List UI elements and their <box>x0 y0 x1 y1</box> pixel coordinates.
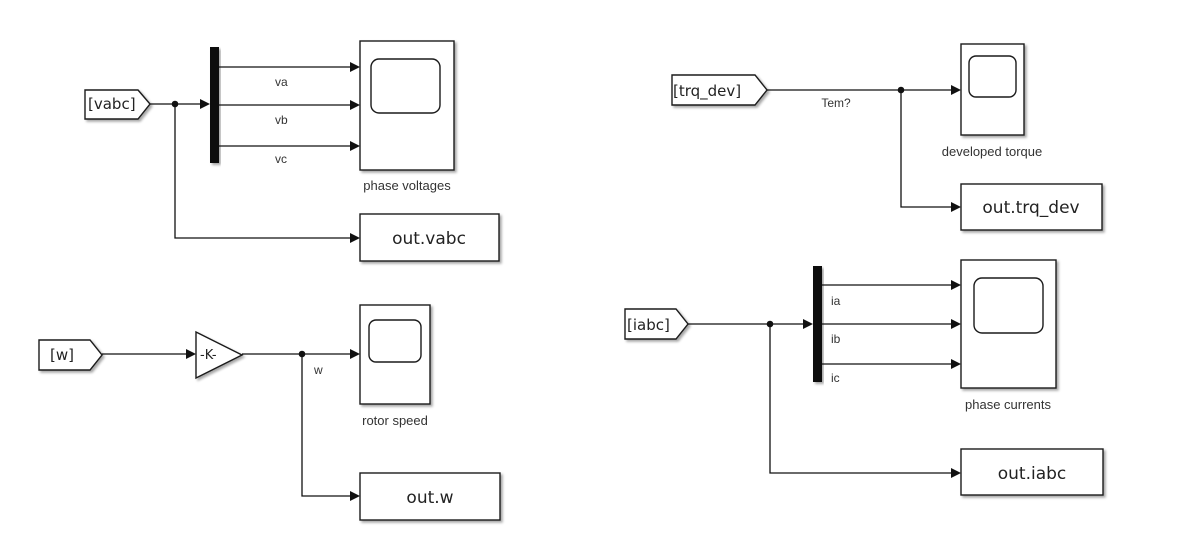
arrow-icon <box>200 99 210 109</box>
signal-label-vc: vc <box>275 152 287 166</box>
scope-screen-icon <box>968 55 1017 98</box>
to-workspace-vabc[interactable]: out.vabc <box>359 213 500 262</box>
signal-label-ic: ic <box>831 371 840 385</box>
wire-iabc-to-out[interactable] <box>769 324 953 474</box>
to-workspace-trq-dev[interactable]: out.trq_dev <box>960 183 1103 231</box>
torque-group: [trq_dev] Tem? developed torque out.trq_… <box>671 43 1103 231</box>
from-block-vabc-label: [vabc] <box>88 95 136 113</box>
signal-label-ib: ib <box>831 332 841 346</box>
arrow-icon <box>350 491 360 501</box>
to-workspace-w-label: out.w <box>406 488 453 508</box>
from-block-vabc[interactable]: [vabc] <box>84 89 151 120</box>
arrow-icon <box>951 359 961 369</box>
from-block-iabc[interactable]: [iabc] <box>624 308 689 340</box>
arrow-icon <box>350 141 360 151</box>
scope-phase-currents[interactable] <box>960 259 1057 389</box>
arrow-icon <box>951 202 961 212</box>
wire-vabc-to-out[interactable] <box>174 104 352 239</box>
signal-label-vb: vb <box>275 113 288 127</box>
arrow-icon <box>951 85 961 95</box>
scope-screen-icon <box>368 319 422 363</box>
arrow-icon <box>350 100 360 110</box>
signal-label-va: va <box>275 75 288 89</box>
demux-block-currents[interactable] <box>813 266 822 382</box>
arrow-icon <box>350 62 360 72</box>
scope-label-phase-currents: phase currents <box>965 397 1051 412</box>
arrow-icon <box>350 233 360 243</box>
to-workspace-iabc[interactable]: out.iabc <box>960 448 1104 496</box>
signal-label-tem: Tem? <box>821 96 851 110</box>
to-workspace-iabc-label: out.iabc <box>998 464 1067 484</box>
from-block-trq-dev[interactable]: [trq_dev] <box>671 74 768 106</box>
arrow-icon <box>803 319 813 329</box>
gain-block[interactable]: -K- <box>195 330 244 380</box>
scope-label-developed-torque: developed torque <box>942 144 1042 159</box>
from-block-w[interactable]: [w] <box>38 339 103 371</box>
from-block-trq-dev-label: [trq_dev] <box>673 82 741 101</box>
from-block-iabc-label: [iabc] <box>627 316 670 334</box>
currents-group: [iabc] ia ib ic phase currents out.iabc <box>624 259 1104 496</box>
scope-label-rotor-speed: rotor speed <box>362 413 428 428</box>
scope-phase-voltages[interactable] <box>359 40 455 171</box>
speed-group: [w] -K- w rotor speed out.w <box>38 304 501 521</box>
arrow-icon <box>951 280 961 290</box>
arrow-icon <box>186 349 196 359</box>
scope-label-phase-voltages: phase voltages <box>363 178 451 193</box>
arrow-icon <box>951 319 961 329</box>
gain-block-label: -K- <box>200 348 217 363</box>
demux-block-voltages[interactable] <box>210 47 219 163</box>
to-workspace-trq-dev-label: out.trq_dev <box>982 198 1079 218</box>
voltages-group: [vabc] va vb vc phase voltages out.vabc <box>84 40 500 262</box>
scope-developed-torque[interactable] <box>960 43 1025 136</box>
scope-screen-icon <box>370 58 441 114</box>
signal-label-w: w <box>313 363 323 377</box>
scope-rotor-speed[interactable] <box>359 304 431 405</box>
wire-trq-to-out[interactable] <box>900 90 953 208</box>
to-workspace-vabc-label: out.vabc <box>392 229 466 249</box>
signal-label-ia: ia <box>831 294 841 308</box>
from-block-w-label: [w] <box>50 346 74 364</box>
wire-gain-to-out[interactable] <box>301 354 352 497</box>
arrow-icon <box>350 349 360 359</box>
arrow-icon <box>951 468 961 478</box>
to-workspace-w[interactable]: out.w <box>359 472 501 521</box>
scope-screen-icon <box>973 277 1044 334</box>
